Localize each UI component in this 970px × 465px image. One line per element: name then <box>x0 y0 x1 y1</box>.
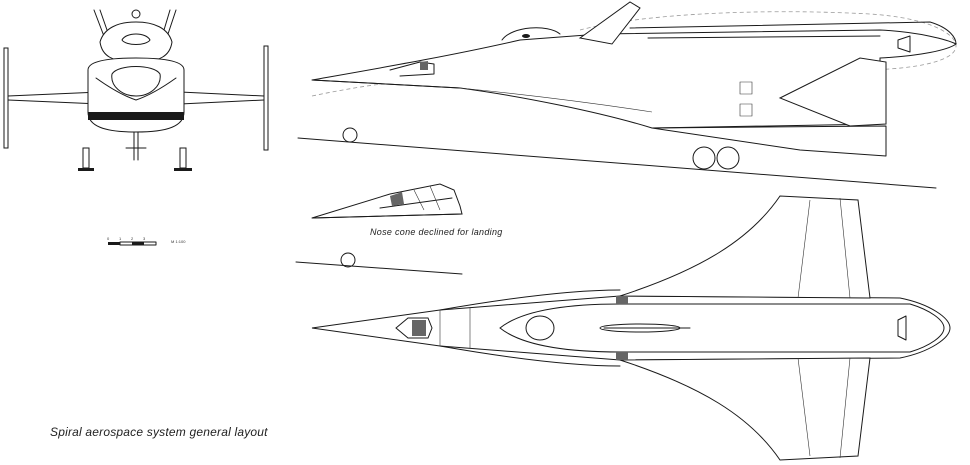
drawing-caption: Spiral aerospace system general layout <box>50 425 268 439</box>
scale-bar <box>108 241 157 246</box>
nose-cone-note: Nose cone declined for landing <box>370 227 503 237</box>
plan-view <box>311 195 951 461</box>
scale-label: M 1:100 <box>171 239 186 244</box>
nose-detail <box>311 183 463 219</box>
side-view <box>297 1 957 189</box>
scale-tick-2: 2 <box>131 236 134 241</box>
scale-tick-1: 1 <box>119 236 122 241</box>
scale-tick-3: 3 <box>143 236 146 241</box>
scale-tick-0: 0 <box>107 236 110 241</box>
front-view <box>3 9 269 171</box>
